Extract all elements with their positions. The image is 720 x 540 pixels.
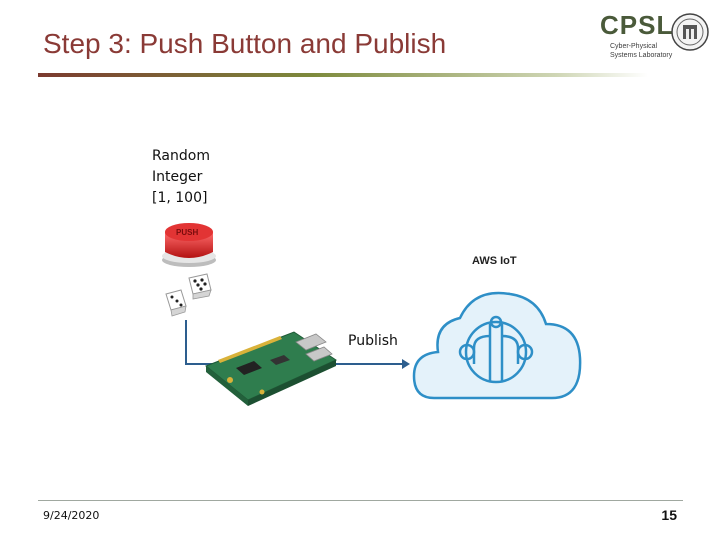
raspberry-pi-board-icon bbox=[205, 331, 338, 406]
title-underline bbox=[38, 73, 648, 77]
aws-iot-label: AWS IoT bbox=[472, 255, 517, 267]
footer-divider bbox=[38, 500, 683, 501]
logo-text: CPSL bbox=[600, 10, 674, 40]
footer-date: 9/24/2020 bbox=[43, 509, 100, 522]
dice-icon bbox=[165, 273, 212, 317]
random-label-line-2: Integer bbox=[152, 169, 203, 185]
random-label-line-3: [1, 100] bbox=[152, 190, 208, 206]
university-seal-icon bbox=[671, 13, 709, 51]
publish-label: Publish bbox=[348, 333, 398, 349]
cpsl-logo: CPSL Cyber-Physical Systems Laboratory bbox=[600, 10, 712, 59]
random-label-line-1: Random bbox=[152, 148, 210, 164]
push-button-text: PUSH bbox=[176, 228, 198, 237]
page-number: 15 bbox=[661, 507, 677, 523]
slide-title: Step 3: Push Button and Publish bbox=[43, 28, 447, 59]
aws-iot-cloud-icon bbox=[412, 291, 582, 400]
logo-subtitle-1: Cyber-Physical bbox=[610, 43, 658, 50]
push-button-icon: PUSH bbox=[162, 223, 216, 267]
logo-subtitle-2: Systems Laboratory bbox=[610, 52, 673, 59]
random-integer-label: Random Integer [1, 100] bbox=[152, 146, 210, 209]
